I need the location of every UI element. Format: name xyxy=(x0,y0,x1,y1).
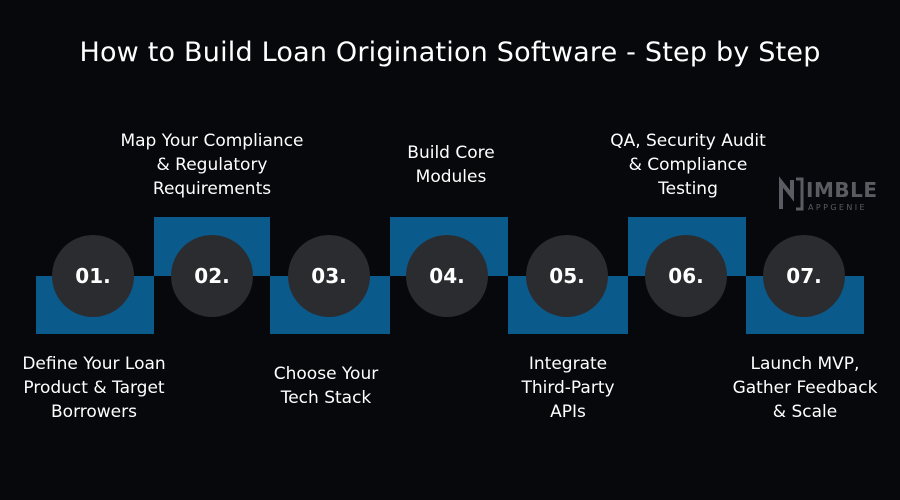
step-label-5: Integrate Third-Party APIs xyxy=(521,354,615,422)
step-label-3: Choose Your Tech Stack xyxy=(273,364,379,408)
step-number-7: 07. xyxy=(763,235,845,317)
step-number-6: 06. xyxy=(645,235,727,317)
nimble-n-icon xyxy=(779,176,804,211)
step-label-2: Map Your Compliance & Regulatory Require… xyxy=(120,131,304,199)
page-title: How to Build Loan Origination Software -… xyxy=(79,37,821,68)
step-label-7: Launch MVP, Gather Feedback & Scale xyxy=(732,354,878,422)
logo-subtext: APPGENIE xyxy=(808,203,867,212)
step-number-1: 01. xyxy=(52,235,134,317)
step-label-1: Define Your Loan Product & Target Borrow… xyxy=(22,354,166,422)
step-number-5: 05. xyxy=(526,235,608,317)
step-number-2: 02. xyxy=(171,235,253,317)
logo-wordmark: IMBLE xyxy=(806,178,878,202)
step-label-6: QA, Security Audit & Compliance Testing xyxy=(610,131,766,199)
step-number-4: 04. xyxy=(406,235,488,317)
brand-logo: IMBLE APPGENIE xyxy=(778,176,890,216)
step-label-4: Build Core Modules xyxy=(407,143,495,187)
step-number-3: 03. xyxy=(288,235,370,317)
